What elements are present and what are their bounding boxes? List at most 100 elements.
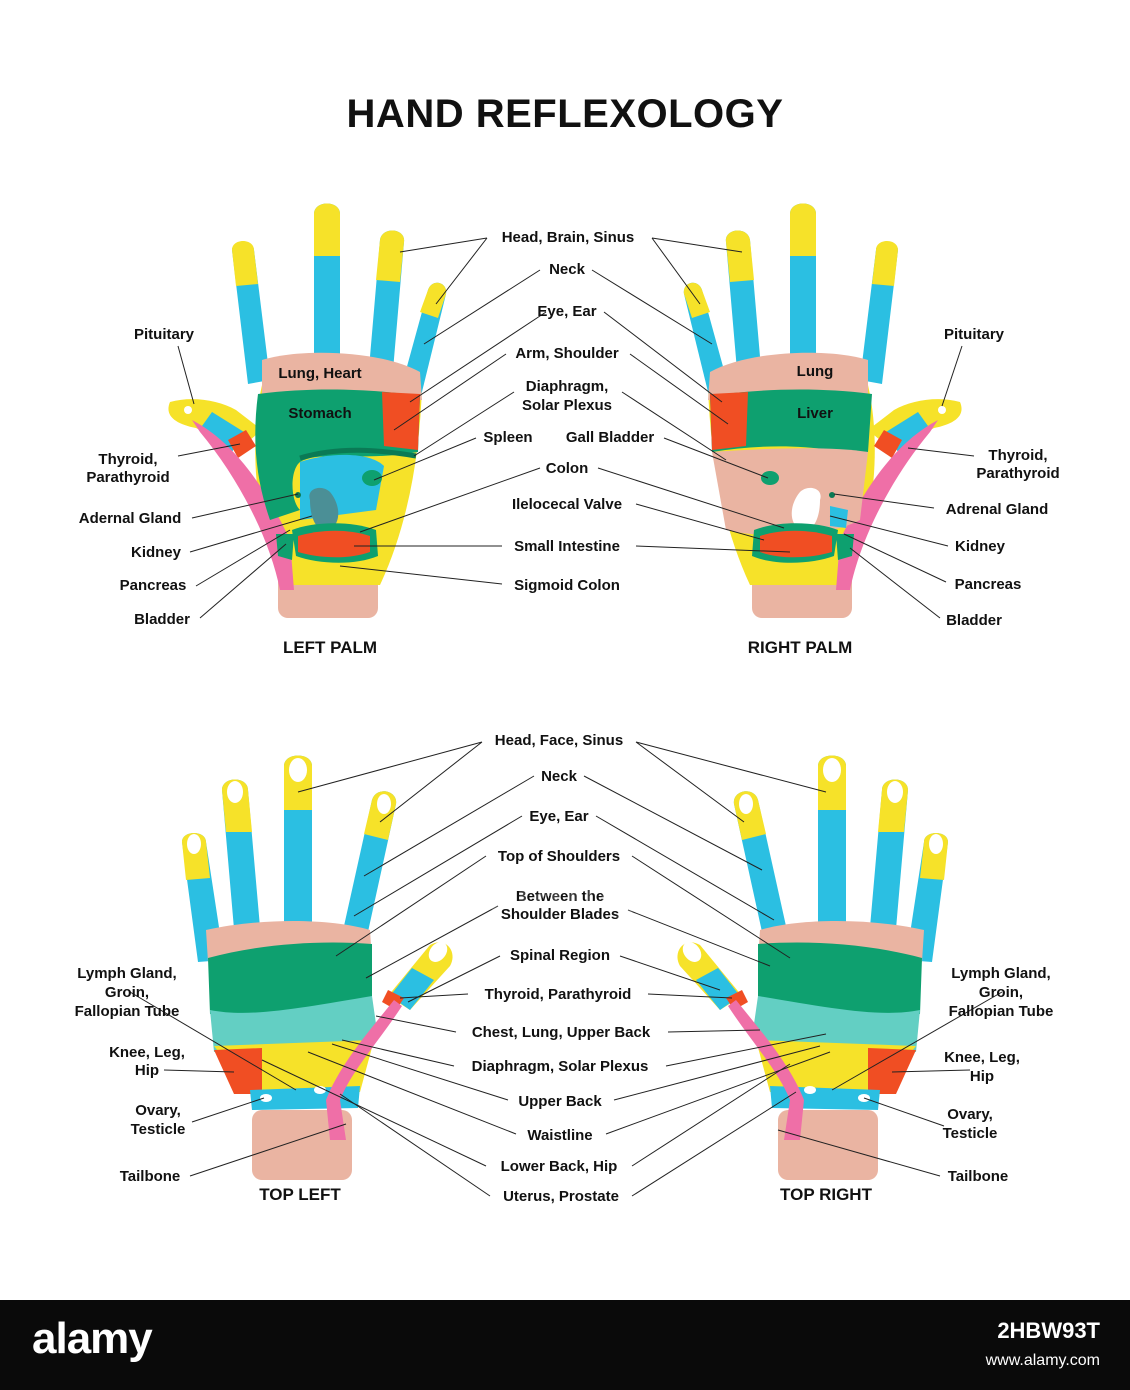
label-lower-back: Lower Back, Hip (501, 1158, 618, 1175)
label-tailbone-left: Tailbone (120, 1168, 181, 1185)
top-left-nail-index (377, 794, 391, 814)
label-pituitary-left: Pituitary (134, 326, 195, 343)
label-lymph-left-line3: Fallopian Tube (75, 1003, 180, 1020)
label-neck-palm: Neck (549, 261, 586, 278)
label-thyroid-right-line1: Thyroid, (988, 447, 1047, 464)
label-lymph-left-line1: Lymph Gland, (77, 965, 176, 982)
left-palm-stomach-zone (255, 389, 420, 520)
footer-bar: alamy 2HBW93T www.alamy.com (0, 1300, 1130, 1390)
label-chest-lung: Chest, Lung, Upper Back (472, 1024, 651, 1041)
right-palm-hand (683, 203, 962, 618)
label-pituitary-right: Pituitary (944, 326, 1005, 343)
label-adrenal-left: Adernal Gland (79, 510, 182, 527)
label-ovary-left-line1: Ovary, (135, 1102, 181, 1119)
left-palm-spleen (362, 470, 382, 486)
palm-label-stomach: Stomach (288, 405, 351, 422)
page-title: HAND REFLEXOLOGY (347, 92, 784, 136)
label-ileocecal-valve: Ilelocecal Valve (512, 496, 622, 513)
label-knee-right-line2: Hip (970, 1068, 994, 1085)
top-left-ovary-dot-b (314, 1086, 326, 1094)
top-left-nail-middle (289, 758, 307, 782)
top-left-wrist (252, 1110, 352, 1180)
left-palm-skin-band (262, 352, 422, 400)
label-lymph-right-line2: Groin, (979, 984, 1023, 1001)
palm-leader-lines (177, 237, 975, 619)
label-thyroid-top: Thyroid, Parathyroid (485, 986, 632, 1003)
label-kidney-left: Kidney (131, 544, 182, 561)
label-pancreas-right: Pancreas (955, 576, 1022, 593)
label-diaphragm-top: Diaphragm, Solar Plexus (472, 1058, 649, 1075)
top-left-teal-band (210, 996, 378, 1052)
label-pancreas-left: Pancreas (120, 577, 187, 594)
palm-label-liver: Liver (797, 405, 833, 422)
label-thyroid-right-line2: Parathyroid (976, 465, 1059, 482)
left-palm-adrenal (295, 492, 301, 498)
left-palm-shoulder-zone (382, 392, 420, 450)
label-between-line2: Shoulder Blades (501, 906, 619, 923)
top-left-ovary-dot-a (260, 1094, 272, 1102)
label-colon: Colon (546, 460, 589, 477)
left-palm-diaphragm-line (299, 447, 417, 461)
label-knee-left-line2: Hip (135, 1062, 159, 1079)
reflexology-diagram: HAND REFLEXOLOGY Lung, Heart Stomach (75, 92, 1060, 1205)
caption-left-palm: LEFT PALM (283, 638, 377, 657)
label-thyroid-left-line2: Parathyroid (86, 469, 169, 486)
top-left-green-band (208, 942, 372, 1020)
caption-right-palm: RIGHT PALM (748, 638, 853, 657)
label-sigmoid-colon: Sigmoid Colon (514, 577, 620, 594)
top-left-hand (182, 755, 453, 1180)
label-eye-ear-top: Eye, Ear (529, 808, 588, 825)
label-ovary-right-line1: Ovary, (947, 1106, 993, 1123)
label-upper-back: Upper Back (518, 1093, 602, 1110)
top-left-nail-thumb (428, 942, 448, 962)
left-palm-middle-tip (376, 230, 405, 282)
label-arm-shoulder: Arm, Shoulder (515, 345, 619, 362)
site-url: www.alamy.com (985, 1352, 1100, 1369)
caption-top-right: TOP RIGHT (780, 1185, 873, 1204)
label-knee-left-line1: Knee, Leg, (109, 1044, 185, 1061)
left-palm-spine-pink (192, 420, 294, 590)
top-left-nail-pinky (187, 834, 201, 854)
left-palm-pinky-tip (232, 241, 258, 286)
left-palm-small-intestine (298, 530, 370, 558)
palm-label-lung-heart: Lung, Heart (278, 365, 361, 382)
label-ovary-right-line2: Testicle (943, 1125, 998, 1142)
label-head-face-sinus: Head, Face, Sinus (495, 732, 623, 749)
left-palm-kidney (309, 487, 339, 531)
left-palm-ring-tip (314, 203, 340, 256)
label-lymph-right-line1: Lymph Gland, (951, 965, 1050, 982)
label-waistline: Waistline (527, 1127, 592, 1144)
label-diaphragm-line2: Solar Plexus (522, 397, 612, 414)
label-top-shoulders: Top of Shoulders (498, 848, 620, 865)
label-small-intestine: Small Intestine (514, 538, 620, 555)
label-bladder-left: Bladder (134, 611, 190, 628)
caption-top-left: TOP LEFT (259, 1185, 341, 1204)
top-left-nail-ring (227, 781, 243, 803)
label-eye-ear-palm: Eye, Ear (537, 303, 596, 320)
label-thyroid-left-line1: Thyroid, (98, 451, 157, 468)
palm-label-lung: Lung (797, 363, 834, 380)
label-between-line1: Between the (516, 888, 604, 905)
label-spinal-region: Spinal Region (510, 947, 610, 964)
label-uterus: Uterus, Prostate (503, 1188, 619, 1205)
label-gall-bladder: Gall Bladder (566, 429, 655, 446)
top-right-hand (677, 755, 948, 1180)
label-adrenal-right: Adrenal Gland (946, 501, 1049, 518)
label-spleen: Spleen (483, 429, 532, 446)
top-leader-lines (129, 741, 1003, 1197)
label-kidney-right: Kidney (955, 538, 1006, 555)
left-palm-bladder (276, 534, 294, 560)
label-lymph-left-line2: Groin, (105, 984, 149, 1001)
left-palm-thyroid-zone (228, 430, 256, 458)
top-left-spine-pink (326, 1000, 402, 1140)
top-left-knee-zone (214, 1048, 262, 1094)
label-lymph-right-line3: Fallopian Tube (949, 1003, 1054, 1020)
alamy-logo: alamy (32, 1314, 153, 1363)
label-bladder-right: Bladder (946, 612, 1002, 629)
label-diaphragm-line1: Diaphragm, (526, 378, 609, 395)
label-neck-top: Neck (541, 768, 578, 785)
label-head-brain-sinus: Head, Brain, Sinus (502, 229, 635, 246)
left-palm-index-tip (420, 282, 447, 318)
left-palm-pituitary-dot (184, 406, 192, 414)
image-id: 2HBW93T (997, 1318, 1100, 1343)
